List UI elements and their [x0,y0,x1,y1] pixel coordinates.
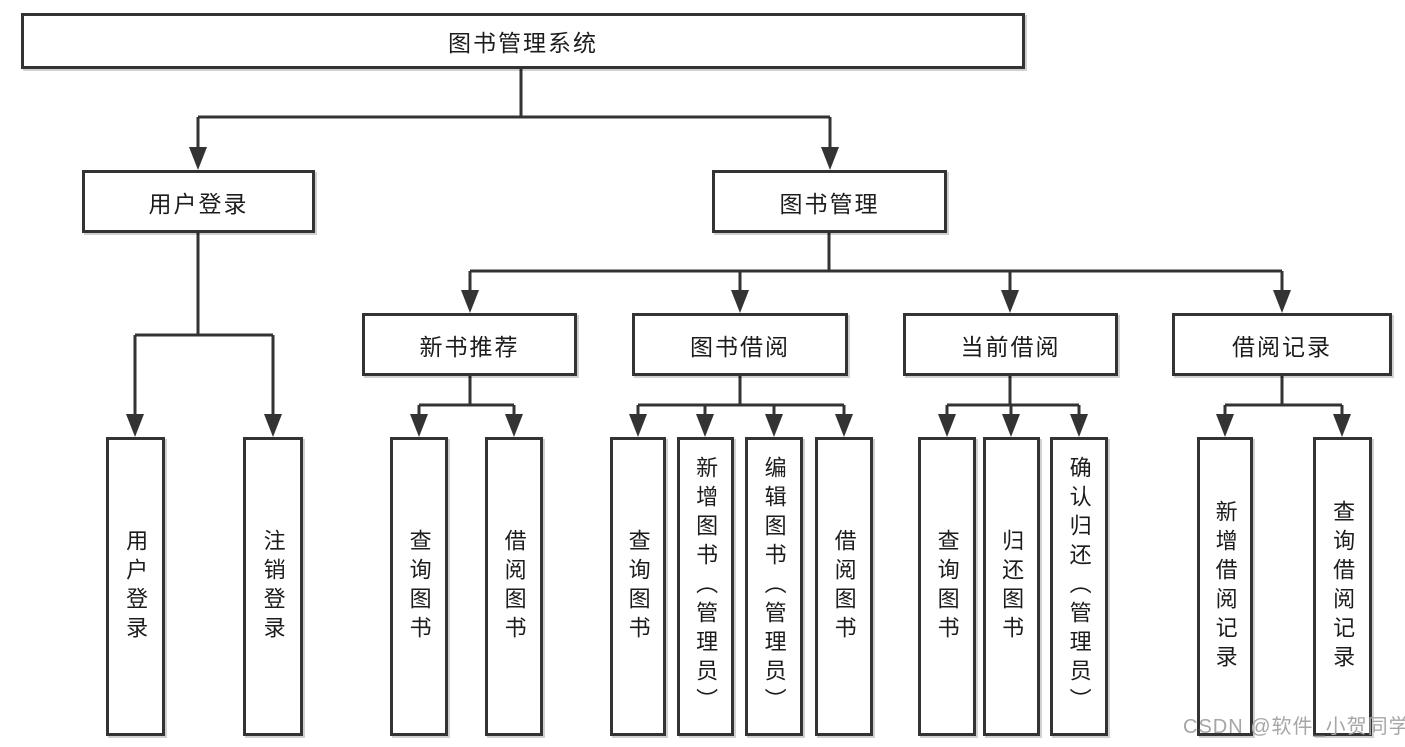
node-leaf-query-books-3: 查询图书 [918,437,976,736]
connector-new-book-branch [410,376,523,437]
node-borrowing-records: 借阅记录 [1172,313,1392,376]
node-book-borrowing: 图书借阅 [632,313,848,376]
leaf-label: 注销登录 [260,528,286,645]
node-leaf-borrow-books-2: 借阅图书 [815,437,873,736]
connector-borrow-record-branch [1216,376,1351,437]
node-leaf-query-books-2: 查询图书 [610,437,666,736]
connector-user-login-branch [126,233,282,437]
node-root-system: 图书管理系统 [21,13,1025,69]
csdn-watermark: CSDN @软件_小贺同学 [1183,716,1405,738]
leaf-label: 查询图书 [934,528,960,645]
node-leaf-edit-book-admin: 编辑图书（管理员） [745,437,803,736]
connector-book-management-branch [461,233,1291,313]
node-new-book-recommend: 新书推荐 [362,313,577,376]
node-user-login: 用户登录 [82,170,315,233]
leaf-label: 确认归还（管理员） [1066,456,1092,717]
leaf-label: 新增图书（管理员） [693,456,719,717]
node-leaf-logout: 注销登录 [243,437,303,736]
connector-root-to-level2 [189,69,839,170]
node-book-management: 图书管理 [712,170,947,233]
leaf-label: 用户登录 [123,528,149,645]
node-leaf-add-borrow-record: 新增借阅记录 [1197,437,1253,736]
node-leaf-confirm-return-admin: 确认归还（管理员） [1050,437,1108,736]
connector-current-borrow-branch [938,376,1088,437]
node-leaf-user-login: 用户登录 [106,437,165,736]
leaf-label: 查询借阅记录 [1330,499,1356,674]
leaf-label: 借阅图书 [501,528,527,645]
connector-book-borrow-branch [629,376,853,437]
leaf-label: 新增借阅记录 [1212,499,1238,674]
node-current-borrowing: 当前借阅 [903,313,1118,376]
node-leaf-borrow-books-1: 借阅图书 [485,437,543,736]
leaf-label: 查询图书 [406,528,432,645]
node-leaf-return-book: 归还图书 [983,437,1040,736]
node-leaf-add-book-admin: 新增图书（管理员） [677,437,734,736]
leaf-label: 归还图书 [999,528,1025,645]
node-leaf-query-books-1: 查询图书 [390,437,448,736]
leaf-label: 借阅图书 [831,528,857,645]
leaf-label: 编辑图书（管理员） [761,456,787,717]
node-leaf-query-borrow-record: 查询借阅记录 [1313,437,1372,736]
leaf-label: 查询图书 [625,528,651,645]
